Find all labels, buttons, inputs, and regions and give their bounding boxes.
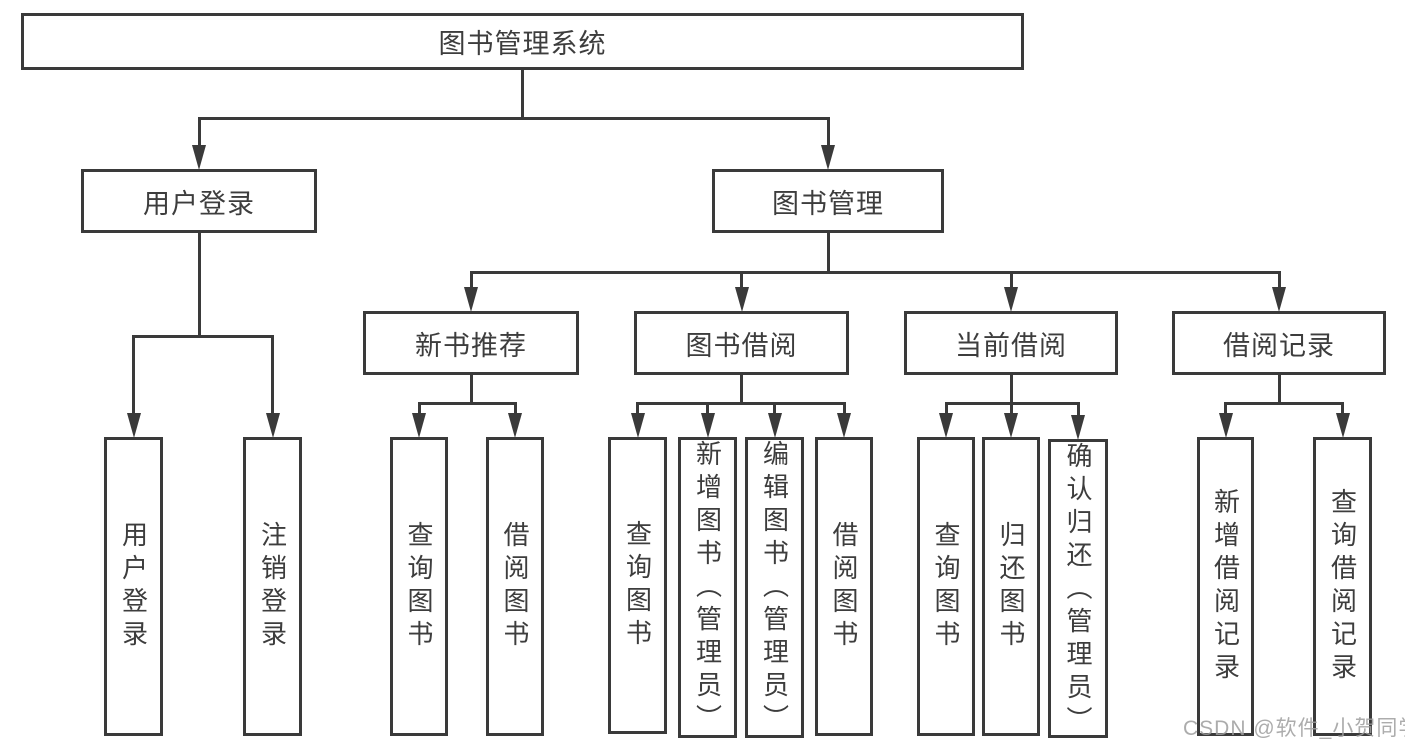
- node-borrowing-records: 借阅记录: [1172, 311, 1386, 375]
- connector-line: [197, 233, 201, 336]
- node-root: 图书管理系统: [21, 13, 1024, 70]
- connector-line: [636, 401, 846, 405]
- connector-line: [417, 403, 421, 414]
- connector-line: [1009, 272, 1013, 288]
- connector-line: [1224, 403, 1227, 414]
- connector-line: [132, 336, 135, 414]
- node-borrow-books-1: 借阅图书: [486, 437, 544, 736]
- node-edit-books-admin: 编辑图书（管理员）: [745, 437, 804, 738]
- connector-line: [826, 118, 830, 146]
- connector-line: [740, 272, 743, 288]
- connector-line: [197, 116, 830, 120]
- connector-line: [1009, 403, 1013, 414]
- connector-line: [271, 336, 274, 414]
- node-book-management: 图书管理: [712, 169, 944, 233]
- arrow-down-icon: [1004, 287, 1018, 312]
- node-logout: 注销登录: [243, 437, 302, 736]
- node-confirm-return-admin: 确认归还（管理员）: [1048, 439, 1108, 739]
- arrow-down-icon: [1218, 413, 1233, 438]
- node-return-books: 归还图书: [982, 437, 1040, 736]
- connector-line: [469, 375, 473, 403]
- arrow-down-icon: [1272, 287, 1286, 312]
- arrow-down-icon: [265, 413, 280, 438]
- arrow-down-icon: [700, 413, 715, 438]
- node-query-books-1: 查询图书: [390, 437, 448, 736]
- connector-line: [636, 403, 639, 414]
- connector-line: [197, 118, 201, 146]
- arrow-down-icon: [1071, 415, 1085, 440]
- arrow-down-icon: [767, 413, 782, 438]
- node-borrow-books-2: 借阅图书: [815, 437, 873, 736]
- connector-line: [1009, 375, 1013, 403]
- arrow-down-icon: [837, 413, 851, 438]
- connector-line: [469, 270, 1281, 274]
- connector-line: [1277, 375, 1281, 403]
- arrow-down-icon: [939, 413, 953, 438]
- arrow-down-icon: [464, 287, 478, 312]
- node-query-books-2: 查询图书: [608, 437, 667, 734]
- node-new-book-recommend: 新书推荐: [363, 311, 579, 375]
- node-current-borrowing: 当前借阅: [904, 311, 1118, 375]
- connector-line: [132, 334, 274, 338]
- connector-line: [521, 70, 524, 118]
- connector-line: [1277, 272, 1281, 288]
- node-user-login-group: 用户登录: [81, 169, 317, 233]
- arrow-down-icon: [821, 145, 835, 170]
- arrow-down-icon: [192, 145, 206, 170]
- arrow-down-icon: [1004, 413, 1018, 438]
- node-add-books-admin: 新增图书（管理员）: [678, 437, 737, 738]
- connector-line: [706, 403, 709, 414]
- arrow-down-icon: [508, 413, 522, 438]
- connector-line: [469, 272, 473, 288]
- node-user-login: 用户登录: [104, 437, 163, 736]
- connector-line: [826, 233, 830, 272]
- arrow-down-icon: [1335, 413, 1350, 438]
- arrow-down-icon: [630, 413, 645, 438]
- connector-line: [842, 403, 846, 414]
- connector-line: [1224, 401, 1344, 405]
- node-query-borrow-record: 查询借阅记录: [1313, 437, 1372, 736]
- watermark: CSDN @软件_小贺同学: [1183, 717, 1405, 740]
- connector-line: [513, 403, 517, 414]
- node-add-borrow-record: 新增借阅记录: [1197, 437, 1254, 736]
- arrow-down-icon: [412, 413, 426, 438]
- node-book-borrowing: 图书借阅: [634, 311, 849, 375]
- connector-line: [773, 403, 776, 414]
- arrow-down-icon: [126, 413, 141, 438]
- connector-line: [1341, 403, 1344, 414]
- connector-line: [740, 375, 743, 403]
- connector-line: [944, 403, 948, 414]
- connector-line: [1076, 403, 1080, 416]
- arrow-down-icon: [734, 287, 749, 312]
- connector-line: [417, 401, 517, 405]
- node-query-books-3: 查询图书: [917, 437, 975, 736]
